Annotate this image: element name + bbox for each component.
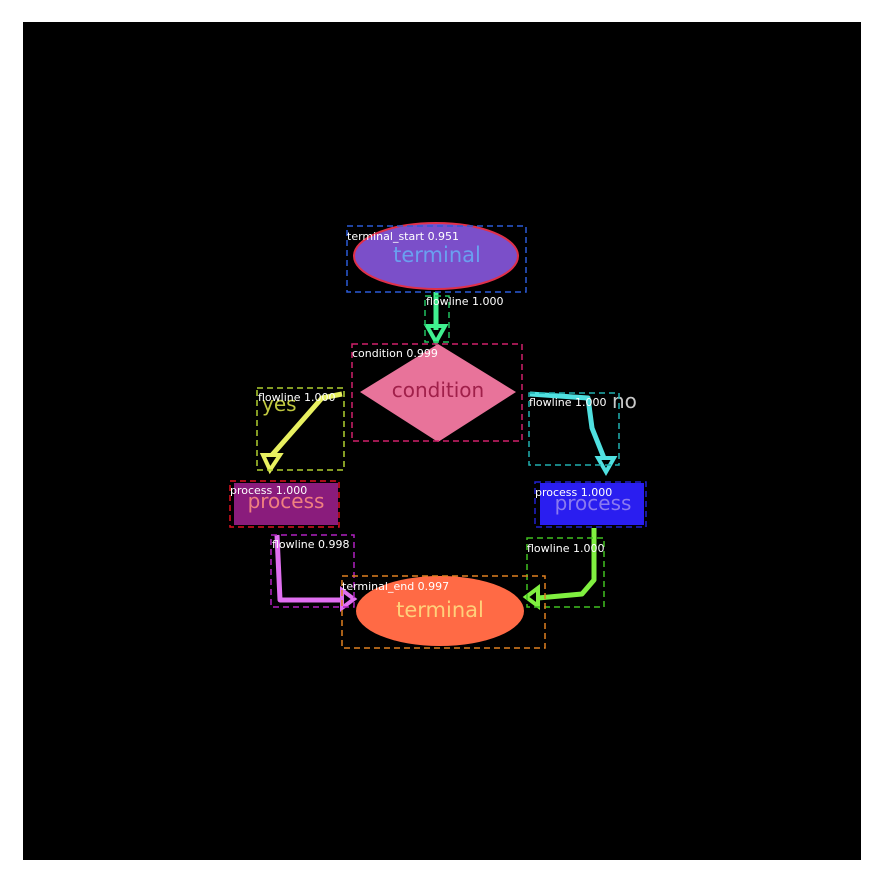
detection-label-flowline-top: flowline 1.000 <box>426 295 504 308</box>
diagram-canvas <box>23 22 861 860</box>
detection-label-flowline-no: flowline 1.000 <box>529 396 607 409</box>
detection-box-process-left <box>229 480 340 528</box>
flowline-left-bottom <box>274 534 358 612</box>
detection-box-flowline-yes <box>256 387 345 471</box>
detection-label-condition: condition 0.999 <box>352 347 438 360</box>
detection-label-terminal-start: terminal_start 0.951 <box>347 230 459 243</box>
detection-box-terminal-start <box>346 225 527 293</box>
flowline-yes <box>259 391 343 475</box>
terminal-end-shape: terminal <box>356 576 524 646</box>
detection-label-flowline-left: flowline 0.998 <box>272 538 350 551</box>
flowline-top <box>423 292 449 347</box>
detection-label-terminal-end: terminal_end 0.997 <box>342 580 449 593</box>
terminal-end-text: terminal <box>396 598 484 622</box>
no-label: no <box>612 389 637 413</box>
detection-box-condition <box>351 343 523 442</box>
process-left-text: process <box>248 489 325 513</box>
detection-box-flowline-top <box>424 295 450 343</box>
process-right-text: process <box>555 491 632 515</box>
flowline-right-bottom <box>522 528 597 610</box>
terminal-start-shape: terminal <box>353 222 519 290</box>
condition-text: condition <box>392 378 484 402</box>
condition-shape: condition <box>360 344 516 442</box>
process-right-shape: process <box>540 483 644 525</box>
detection-label-flowline-right: flowline 1.000 <box>527 542 605 555</box>
detection-box-flowline-right <box>526 537 605 608</box>
detection-box-flowline-left <box>270 534 355 608</box>
detection-label-process-right: process 1.000 <box>535 486 612 499</box>
process-left-shape: process <box>234 483 338 525</box>
yes-label: yes <box>262 392 297 416</box>
detection-label-process-left: process 1.000 <box>230 484 307 497</box>
detection-label-flowline-yes: flowline 1.000 <box>258 391 336 404</box>
detection-box-flowline-no <box>528 392 620 466</box>
detection-box-process-right <box>534 481 647 528</box>
detection-box-terminal-end <box>341 575 546 649</box>
terminal-start-text: terminal <box>393 243 481 267</box>
